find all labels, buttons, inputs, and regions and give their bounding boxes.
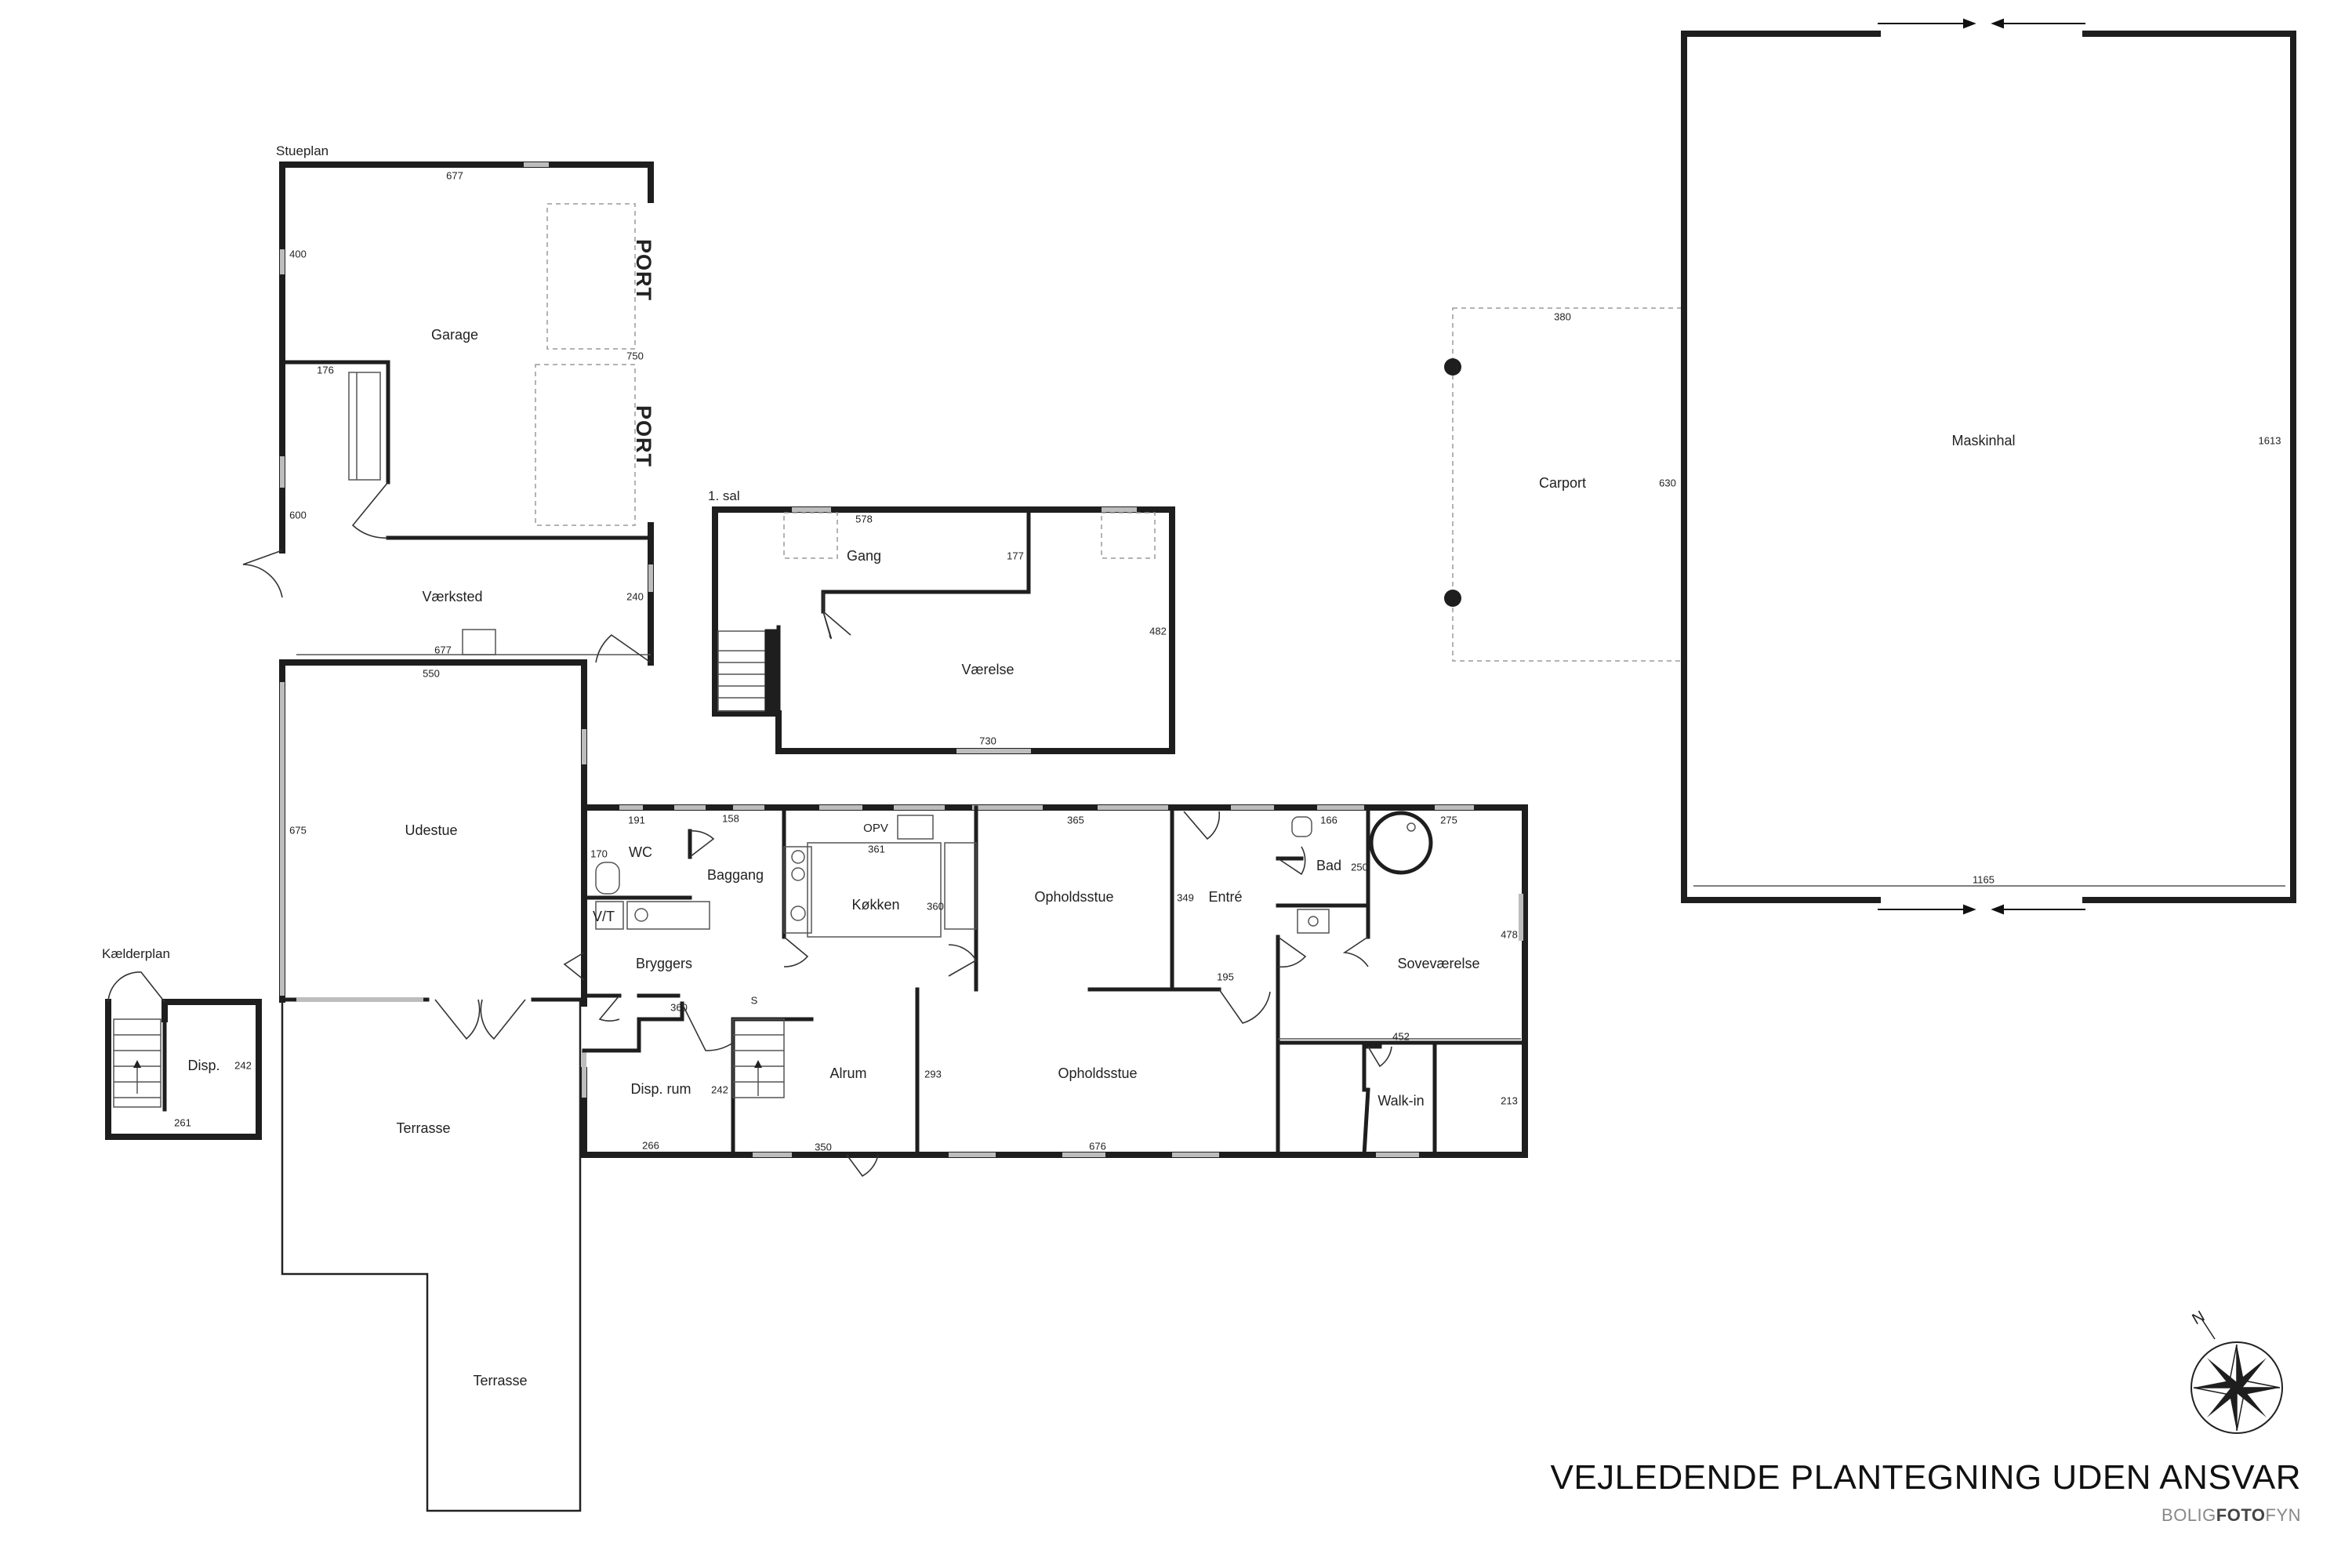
stair-label-s: S xyxy=(751,994,758,1006)
room-label-koekken: Køkken xyxy=(851,897,899,913)
dim-carport-right: 630 xyxy=(1659,477,1676,488)
dim-alrum-left: 293 xyxy=(924,1068,942,1080)
room-label-sovevaerelse: Soveværelse xyxy=(1397,956,1479,971)
port-label-1: PORT xyxy=(632,239,655,301)
brand-prefix: BOLIG xyxy=(2161,1505,2216,1525)
main-house xyxy=(563,804,1528,1178)
room-label-udestue: Udestue xyxy=(405,822,457,838)
garage-block xyxy=(242,162,654,666)
dim-garage-inner: 176 xyxy=(317,364,334,376)
dim-vaerelse-right: 482 xyxy=(1149,625,1167,637)
room-label-terrasse-1: Terrasse xyxy=(396,1120,450,1136)
dim-disp-right: 242 xyxy=(234,1059,252,1071)
room-label-wc: WC xyxy=(629,844,652,860)
room-label-gang: Gang xyxy=(847,548,881,564)
room-label-bryggers: Bryggers xyxy=(636,956,692,971)
dim-maskinhal-right: 1613 xyxy=(2259,434,2281,446)
dim-sove-top: 275 xyxy=(1440,814,1457,826)
dim-opholdsstue-top: 365 xyxy=(1067,814,1084,826)
dim-koekken-right: 360 xyxy=(927,900,944,912)
dim-bad-top: 166 xyxy=(1320,814,1338,826)
dim-bad-right: 250 xyxy=(1351,861,1368,873)
dim-entre-bottom: 195 xyxy=(1217,971,1234,982)
dim-koekken-top: 361 xyxy=(868,843,885,855)
maskinhal-block xyxy=(1681,18,2296,915)
room-label-opv: OPV xyxy=(863,822,888,835)
dim-carport-top: 380 xyxy=(1554,310,1571,322)
port-label-2: PORT xyxy=(632,405,655,467)
room-label-maskinhal: Maskinhal xyxy=(1951,433,2015,448)
room-label-vaerksted: Værksted xyxy=(422,589,482,604)
dim-udestue-top: 550 xyxy=(423,667,440,679)
room-label-opholdsstue-1: Opholdsstue xyxy=(1034,889,1113,905)
compass-north-label: N xyxy=(2190,1308,2209,1328)
room-label-entre: Entré xyxy=(1208,889,1242,905)
room-label-vaerelse: Værelse xyxy=(961,662,1014,677)
section-label-ground: Stueplan xyxy=(276,143,328,158)
dim-disp-rum-bottom: 266 xyxy=(642,1139,659,1151)
brand-bold: FOTO xyxy=(2216,1505,2266,1525)
room-label-carport: Carport xyxy=(1539,475,1586,491)
room-label-disp-rum: Disp. rum xyxy=(630,1081,691,1097)
dim-opholdsstue-bottom: 676 xyxy=(1089,1140,1106,1152)
dim-vaerksted-left: 600 xyxy=(289,509,307,521)
dim-maskinhal-bottom: 1165 xyxy=(1973,873,1994,885)
dim-vaerelse-bottom: 730 xyxy=(979,735,996,746)
dim-garage-top: 677 xyxy=(446,169,463,181)
room-label-garage: Garage xyxy=(431,327,478,343)
dim-entre-left: 349 xyxy=(1177,891,1194,903)
compass-rose: N xyxy=(2190,1308,2283,1434)
room-label-terrasse-2: Terrasse xyxy=(473,1373,527,1388)
room-label-disp: Disp. xyxy=(187,1058,220,1073)
section-label-basement: Kælderplan xyxy=(102,946,170,961)
dim-alrum-bottom: 350 xyxy=(815,1141,832,1152)
plan-disclaimer-title: VEJLEDENDE PLANTEGNING UDEN ANSVAR xyxy=(1550,1458,2301,1497)
room-label-bad: Bad xyxy=(1316,858,1341,873)
room-label-walkin: Walk-in xyxy=(1377,1093,1424,1109)
dim-wc-left: 170 xyxy=(590,848,608,859)
dim-walkin-top: 452 xyxy=(1392,1030,1410,1042)
section-label-upper: 1. sal xyxy=(708,488,740,503)
dim-gang-top: 578 xyxy=(855,513,873,524)
brand-suffix: FYN xyxy=(2265,1505,2301,1525)
basement-block xyxy=(105,971,262,1140)
dim-walkin-right: 213 xyxy=(1501,1094,1518,1106)
dim-vaerksted-right: 240 xyxy=(626,590,644,602)
dim-vaerksted-bottom: 677 xyxy=(434,644,452,655)
room-label-vt: V/T xyxy=(593,909,615,924)
dim-disp-rum-right: 242 xyxy=(711,1083,728,1095)
dim-garage-right: 750 xyxy=(626,350,644,361)
dim-wc-top: 191 xyxy=(628,814,645,826)
upper-floor xyxy=(712,506,1175,754)
room-label-opholdsstue-2: Opholdsstue xyxy=(1058,1065,1137,1081)
dim-disp-bottom: 261 xyxy=(174,1116,191,1128)
dim-baggang-top: 158 xyxy=(722,812,739,824)
brand-logo: BOLIGFOTOFYN xyxy=(2161,1505,2301,1526)
dim-bryggers-bottom: 360 xyxy=(670,1001,688,1013)
dim-garage-left: 400 xyxy=(289,248,307,260)
udestue-block xyxy=(279,659,587,1512)
room-label-baggang: Baggang xyxy=(707,867,764,883)
dim-udestue-left: 675 xyxy=(289,824,307,836)
dim-gang-right: 177 xyxy=(1007,550,1024,561)
room-label-alrum: Alrum xyxy=(829,1065,866,1081)
dim-sove-right: 478 xyxy=(1501,928,1518,940)
